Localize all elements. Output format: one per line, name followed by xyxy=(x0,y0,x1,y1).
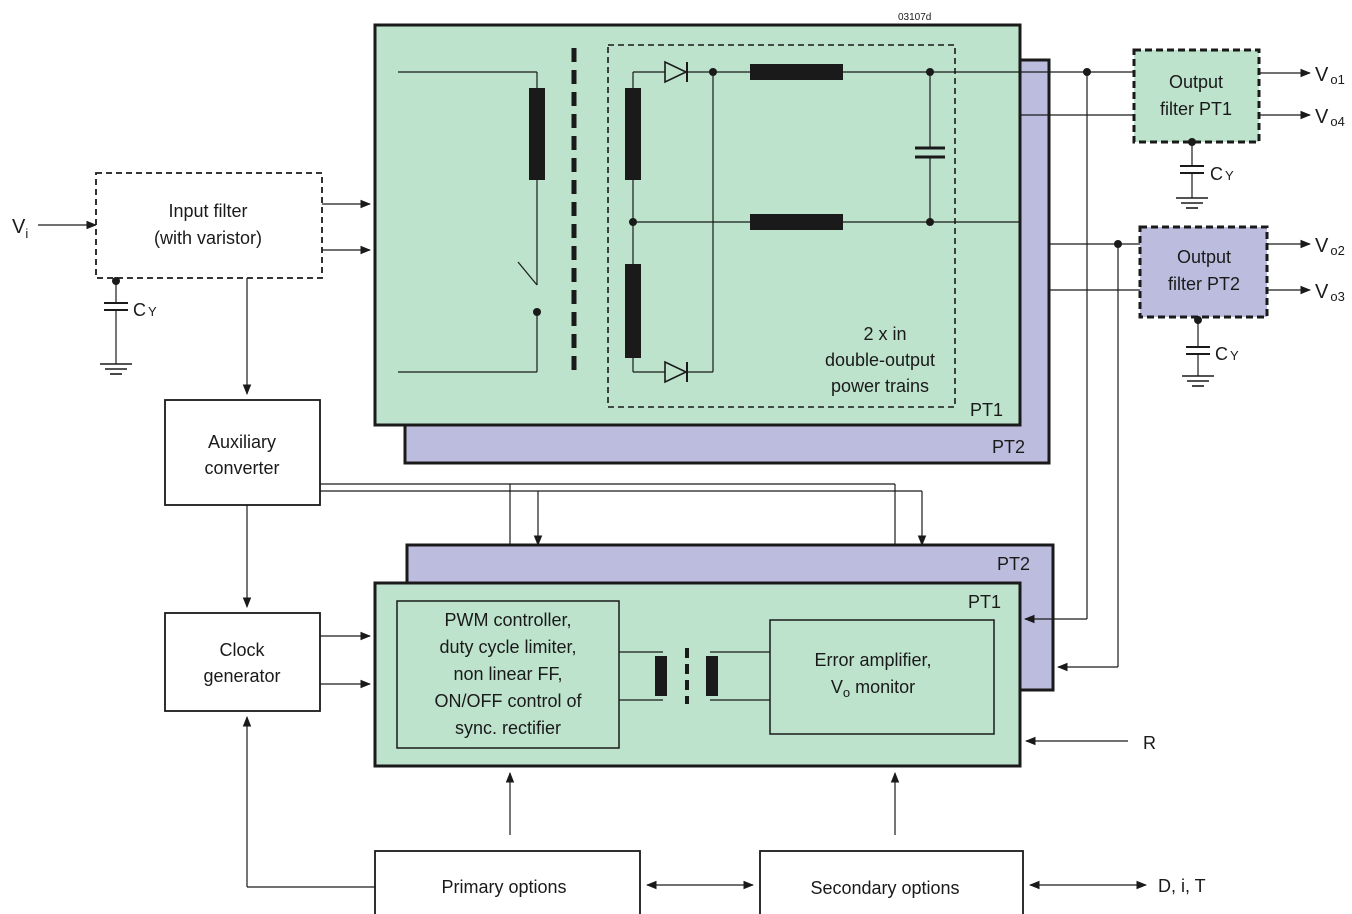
power-train-note-line1: 2 x in xyxy=(863,324,906,344)
error-amp-line2: Vo monitor xyxy=(831,677,915,700)
output-filter-pt2-line2: filter PT2 xyxy=(1168,274,1240,294)
clock-generator-line2: generator xyxy=(203,666,280,686)
primary-winding-circuit xyxy=(398,71,545,373)
pwm-line3: non linear FF, xyxy=(453,664,562,684)
control-pt2-label: PT2 xyxy=(997,554,1030,574)
output-pt1-cy-capacitor xyxy=(1176,138,1208,209)
output-pt2-cy-capacitor xyxy=(1182,316,1214,387)
r-label: R xyxy=(1143,733,1156,753)
pwm-line4: ON/OFF control of xyxy=(434,691,582,711)
double-output-trains-frame xyxy=(607,44,956,408)
dit-label: D, i, T xyxy=(1158,876,1206,896)
output-filter-pt2-block xyxy=(1138,225,1269,319)
aux-supply-wiring xyxy=(320,483,927,582)
secondary-rectifier-circuit xyxy=(625,60,1020,384)
clock-generator-block xyxy=(164,612,321,712)
power-train-note-line2: double-output xyxy=(825,350,935,370)
primary-options-block xyxy=(374,850,641,914)
power-train-pt1-label: PT1 xyxy=(970,400,1003,420)
control-pt1-block xyxy=(373,581,1022,768)
pwm-line5: sync. rectifier xyxy=(455,718,561,738)
input-filter-line1: Input filter xyxy=(168,201,247,221)
output-filter-pt2-line1: Output xyxy=(1177,247,1231,267)
input-filter-block xyxy=(95,172,323,279)
output-filter-pt1-line1: Output xyxy=(1169,72,1223,92)
control-pt1-label: PT1 xyxy=(968,592,1001,612)
primary-to-clock-wiring xyxy=(242,715,375,888)
pwm-line2: duty cycle limiter, xyxy=(439,637,576,657)
pwm-controller-block xyxy=(396,600,620,749)
auxiliary-converter-line2: converter xyxy=(204,458,279,478)
input-voltage-label: Vi xyxy=(12,216,28,241)
secondary-options-label: Secondary options xyxy=(810,878,959,898)
output-filter-pt1-block xyxy=(1132,48,1261,144)
secondary-options-block xyxy=(759,850,1024,914)
error-amplifier-block xyxy=(769,619,995,735)
figure-id: 03107d xyxy=(898,12,931,23)
error-amp-line1: Error amplifier, xyxy=(814,650,931,670)
output-filter-pt1-line2: filter PT1 xyxy=(1160,99,1232,119)
output-wiring xyxy=(1020,68,1140,291)
auxiliary-converter-block xyxy=(164,399,321,506)
isolation-transformer xyxy=(619,648,770,704)
power-train-pt1-block xyxy=(373,23,1022,427)
auxiliary-converter-line1: Auxiliary xyxy=(208,432,276,452)
clock-generator-line1: Clock xyxy=(219,640,265,660)
pwm-line1: PWM controller, xyxy=(444,610,571,630)
power-train-note-line3: power trains xyxy=(831,376,929,396)
power-train-pt2-label: PT2 xyxy=(992,437,1025,457)
input-filter-line2: (with varistor) xyxy=(154,228,262,248)
input-cy-capacitor xyxy=(100,277,132,375)
primary-options-label: Primary options xyxy=(441,877,566,897)
feedback-wiring xyxy=(1023,72,1119,672)
